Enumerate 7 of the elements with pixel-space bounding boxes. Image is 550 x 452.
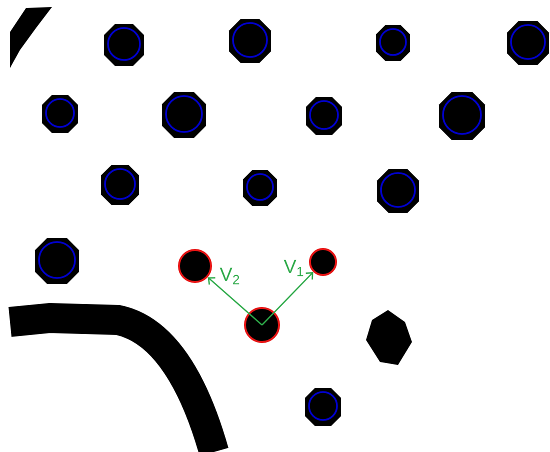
vector-label: V$_{2}$ (220, 268, 240, 284)
detected-blob (244, 307, 280, 343)
vector-label: V$_{1}$ (284, 260, 304, 276)
detected-blob (309, 248, 337, 276)
vector-arrow (262, 272, 314, 326)
detected-blob (178, 249, 212, 283)
vector-arrow (208, 277, 262, 326)
